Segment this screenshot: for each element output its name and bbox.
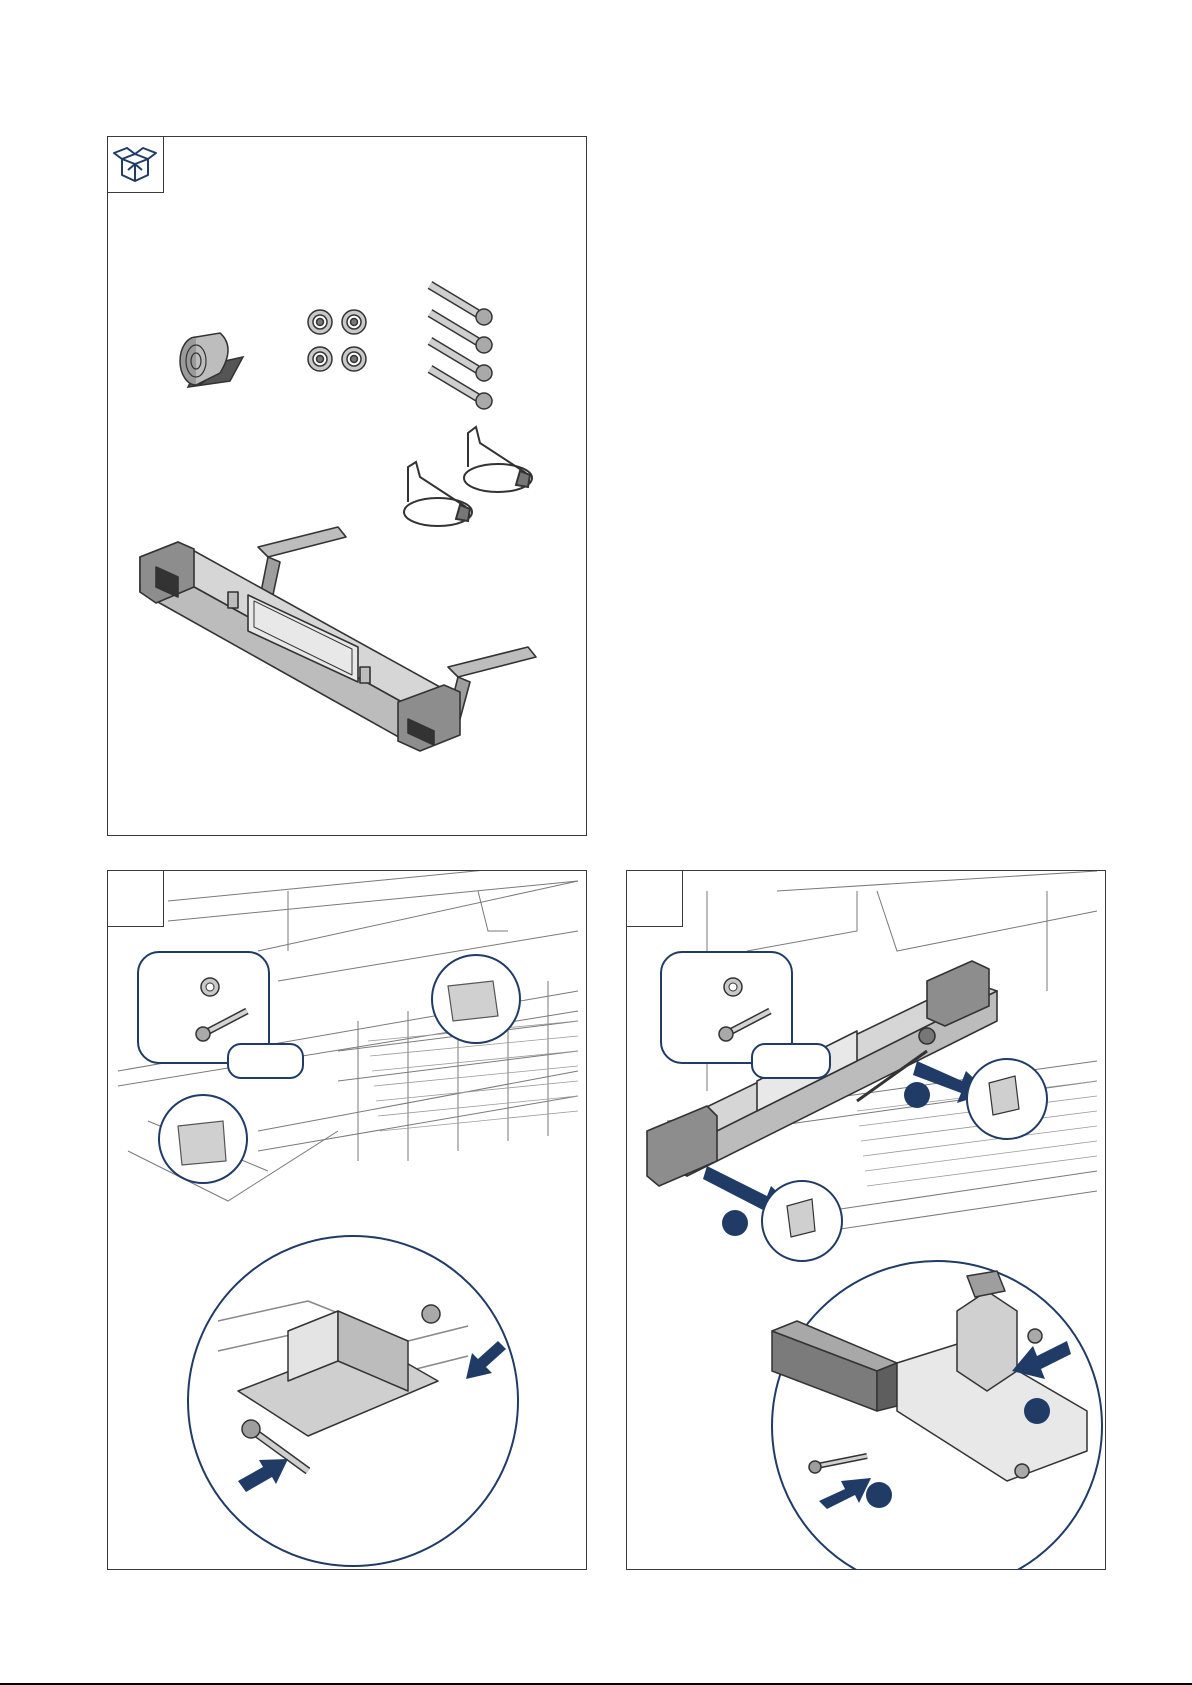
callout-nut-icon-b <box>724 978 742 996</box>
step-marker-1 <box>722 1210 748 1236</box>
tape-roll-icon <box>180 333 243 387</box>
parts-list-panel <box>107 136 587 836</box>
nuts-group-icon <box>308 310 366 371</box>
pin-clips-icon <box>404 427 532 526</box>
step-marker-3 <box>1024 1398 1050 1424</box>
step-b-quantity-pill <box>751 1043 831 1079</box>
step-a-quantity-pill <box>227 1043 304 1079</box>
parts-illustration <box>108 137 587 836</box>
parts-box-tab <box>108 137 164 193</box>
step-b-panel <box>626 870 1106 1570</box>
step-marker-4 <box>866 1482 892 1508</box>
open-box-icon <box>108 137 162 191</box>
tow-bar-icon <box>140 527 536 751</box>
step-marker-2 <box>904 1082 930 1108</box>
bolts-group-icon <box>430 285 492 409</box>
callout-bolt-icon <box>196 1011 247 1041</box>
callout-bolt-icon-b <box>719 1011 770 1041</box>
step-b-number-tab <box>627 871 683 927</box>
step-a-number-tab <box>108 871 164 927</box>
step-a-panel <box>107 870 587 1570</box>
callout-nut-icon <box>201 978 219 996</box>
